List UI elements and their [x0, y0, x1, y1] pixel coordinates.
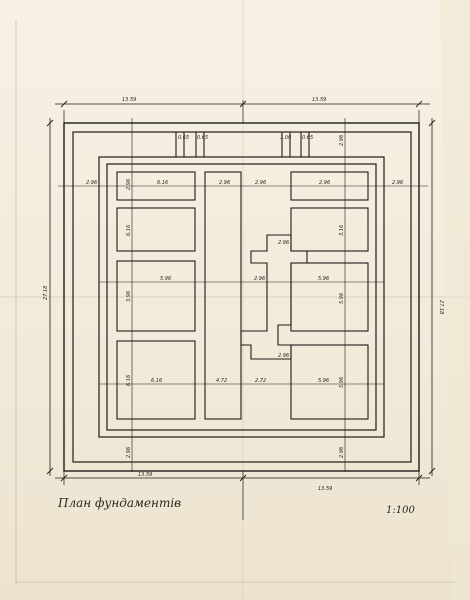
dim-col-left-2: 6.16	[126, 225, 132, 236]
dim-row-c-4: 5.96	[318, 378, 329, 384]
dim-col-right-5: 2.96	[339, 447, 345, 458]
room-right-upper	[290, 207, 369, 252]
drawing-caption: План фундаментів	[58, 496, 182, 510]
dim-right-height: 27.18	[438, 300, 444, 314]
central-corridor	[204, 171, 242, 420]
paper-overlap	[440, 0, 470, 600]
inner-strip-inner	[106, 163, 377, 431]
dim-row-a-1: 2.96	[86, 180, 97, 186]
dim-bottom-left: 13.59	[138, 472, 152, 478]
dim-row-c-2: 4.72	[216, 378, 227, 384]
dim-col-left-3: 3.96	[126, 291, 132, 302]
dim-small-5: 2.96	[278, 240, 289, 246]
dim-col-right-1: 2.96	[339, 135, 345, 146]
dim-small-3: 1.00	[280, 135, 291, 141]
dim-col-right-2: 3.16	[339, 225, 345, 236]
top-left-openings	[175, 132, 205, 157]
dim-small-6: 2.96	[278, 353, 289, 359]
room-right-lower	[290, 344, 369, 420]
top-extension-lines	[63, 100, 420, 123]
room-left-middle	[116, 260, 196, 332]
outer-wall-outline	[63, 122, 420, 472]
dim-col-left-1: 2.96	[126, 179, 132, 190]
drawing-scale: 1:100	[386, 505, 415, 516]
dim-row-b-2: 2.96	[254, 276, 265, 282]
dim-col-right-4: 5.96	[339, 377, 345, 388]
room-left-lower	[116, 340, 196, 420]
dim-row-c-3: 2.72	[255, 378, 266, 384]
dim-row-c-1: 6.16	[151, 378, 162, 384]
dim-small-1: 0.65	[178, 135, 189, 141]
dim-small-4: 0.65	[302, 135, 313, 141]
dim-row-b-1: 5.96	[160, 276, 171, 282]
dim-small-2: 0.65	[197, 135, 208, 141]
top-right-openings	[281, 132, 310, 157]
dim-row-a-3: 2.96	[219, 180, 230, 186]
dimension-ticks	[46, 100, 436, 482]
dim-row-b-3: 5.96	[318, 276, 329, 282]
inner-strip-outer	[98, 156, 385, 438]
dim-col-left-5: 2.96	[126, 447, 132, 458]
dim-col-left-4: 6.16	[126, 375, 132, 386]
outer-wall-inner-outline	[72, 131, 412, 463]
central-cross-block	[240, 234, 308, 360]
dim-bottom-right: 13.59	[318, 486, 332, 492]
dim-row-a-4: 2.96	[255, 180, 266, 186]
dim-top-right: 13.59	[312, 97, 326, 103]
dim-row-a-2: 6.16	[157, 180, 168, 186]
dim-left-height: 27.18	[43, 286, 49, 300]
room-left-upper	[116, 207, 196, 252]
dim-row-a-6: 2.96	[392, 180, 403, 186]
dim-col-right-3: 5.96	[339, 293, 345, 304]
dim-row-a-5: 2.96	[319, 180, 330, 186]
dim-top-left: 13.59	[122, 97, 136, 103]
